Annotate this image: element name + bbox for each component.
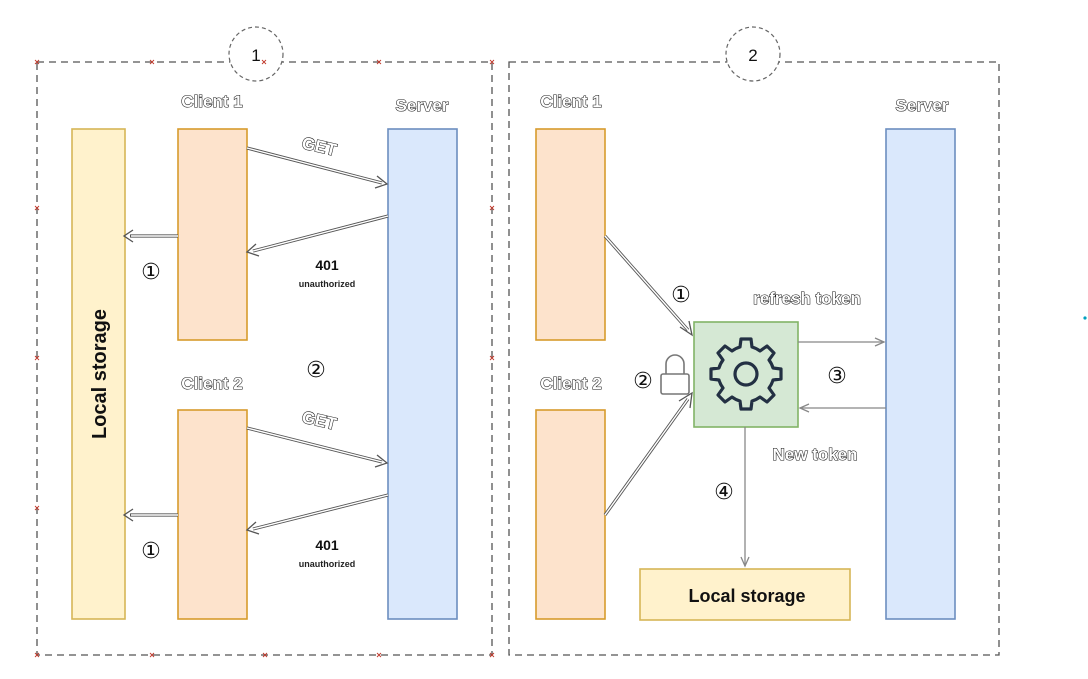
panel-1-step-marker-client-2: ① [141,539,161,564]
panel-2-step-marker-1: ① [671,283,691,308]
panel-2-new-token-label: New token [772,445,857,464]
panel-1-get-label-1: GET [300,133,339,160]
panel-2-local-storage-label: Local storage [688,586,805,606]
panel-2-client-1-label: Client 1 [540,92,601,111]
panel-1-get-arrow-2 [246,426,389,468]
panel-2-client-1 [535,128,606,341]
panel-1-number: 1 [251,46,260,65]
panel-1-401-arrow-2 [245,493,389,535]
panel-1-server [387,128,458,620]
panel-2-number: 2 [748,46,757,65]
panel-2-local-storage [639,568,851,621]
panel-2-refresh-token-label: refresh token [753,289,861,308]
panel-1-get-label-2: GET [300,407,339,434]
panel-1-number-badge [228,26,284,82]
panel-1-get-arrow-1 [246,146,389,189]
panel-2-client-1-to-service-arrow [603,234,693,337]
panel-2-step-marker-4: ④ [714,480,734,505]
panel-2-step-marker-2: ② [633,369,653,394]
panel-1-local-storage-label: Local storage [89,309,111,439]
stray-dot [1083,316,1087,320]
panel-1-client-2 [177,409,248,620]
panel-2-server-label: Server [896,96,949,115]
panel-1-401-text-2: unauthorized [299,559,356,569]
panel-2-step-marker-3: ③ [827,364,847,389]
panel-1-client-2-to-storage-arrow [122,508,178,522]
panel-1: 1 Local storage Client 1 Client 2 Server [34,26,495,658]
panel-1-client-1-to-storage-arrow [122,229,178,243]
panel-1-401-text-1: unauthorized [299,279,356,289]
panel-1-401-arrow-1 [245,214,389,257]
gear-icon [709,337,783,411]
panel-1-401-code-2: 401 [315,537,339,553]
panel-2-client-2-to-service-arrow [603,391,693,516]
panel-1-local-storage [71,128,126,620]
panel-1-client-1 [177,128,248,341]
panel-1-server-label: Server [396,96,449,115]
panel-1-tick-marks [34,59,495,658]
panel-1-step-marker-client-1: ① [141,260,161,285]
panel-2: 2 Client 1 Client 2 Server [508,26,1000,656]
panel-2-number-badge [725,26,781,82]
panel-1-client-2-label: Client 2 [181,374,242,393]
panel-2-client-2-label: Client 2 [540,374,601,393]
panel-2-client-2 [535,409,606,620]
lock-icon [660,354,690,395]
panel-1-client-1-label: Client 1 [181,92,242,111]
panel-1-401-code-1: 401 [315,257,339,273]
panel-1-step-marker-middle: ② [306,358,326,383]
panel-2-server [885,128,956,620]
